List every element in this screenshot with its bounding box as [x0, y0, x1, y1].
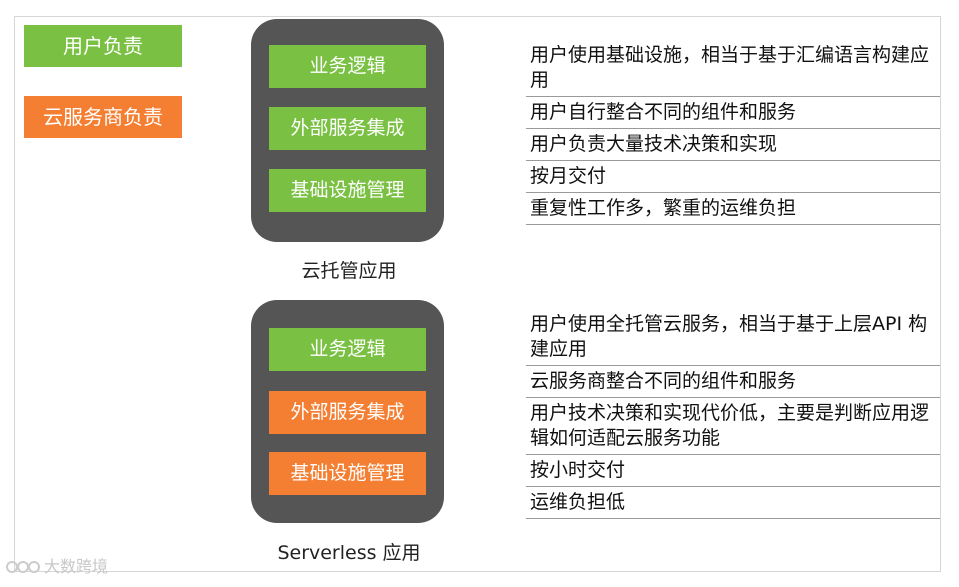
- layer-business-logic: 业务逻辑: [269, 328, 426, 371]
- description-row: 运维负担低: [526, 487, 940, 519]
- serverless-stack: 业务逻辑 外部服务集成 基础设施管理: [251, 300, 444, 523]
- watermark-text: 大数跨境: [44, 557, 109, 576]
- description-row: 用户自行整合不同的组件和服务: [526, 97, 940, 129]
- layer-business-logic: 业务逻辑: [269, 45, 426, 88]
- description-row: 用户技术决策和实现代价低，主要是判断应用逻辑如何适配云服务功能: [526, 398, 940, 455]
- watermark: 大数跨境: [6, 556, 108, 578]
- description-row: 按小时交付: [526, 455, 940, 487]
- description-row: 云服务商整合不同的组件和服务: [526, 366, 940, 398]
- layer-external-service-integration: 外部服务集成: [269, 107, 426, 150]
- description-row: 按月交付: [526, 161, 940, 193]
- layer-infrastructure-management: 基础设施管理: [269, 452, 426, 495]
- cloud-hosted-descriptions: 用户使用基础设施，相当于基于汇编语言构建应用 用户自行整合不同的组件和服务 用户…: [526, 40, 940, 225]
- diagram-frame: [14, 16, 941, 572]
- description-row: 用户使用全托管云服务，相当于基于上层API 构建应用: [526, 309, 940, 366]
- legend-vendor-responsibility: 云服务商负责: [24, 96, 182, 138]
- watermark-logo-icon: [6, 561, 40, 573]
- description-row: 用户负责大量技术决策和实现: [526, 129, 940, 161]
- description-row: 重复性工作多，繁重的运维负担: [526, 193, 940, 225]
- serverless-caption: Serverless 应用: [277, 542, 421, 564]
- cloud-hosted-stack: 业务逻辑 外部服务集成 基础设施管理: [251, 19, 444, 242]
- layer-external-service-integration: 外部服务集成: [269, 391, 426, 434]
- description-row: 用户使用基础设施，相当于基于汇编语言构建应用: [526, 40, 940, 97]
- serverless-descriptions: 用户使用全托管云服务，相当于基于上层API 构建应用 云服务商整合不同的组件和服…: [526, 309, 940, 519]
- cloud-hosted-caption: 云托管应用: [301, 260, 397, 282]
- legend-user-responsibility: 用户负责: [24, 25, 182, 67]
- layer-infrastructure-management: 基础设施管理: [269, 169, 426, 212]
